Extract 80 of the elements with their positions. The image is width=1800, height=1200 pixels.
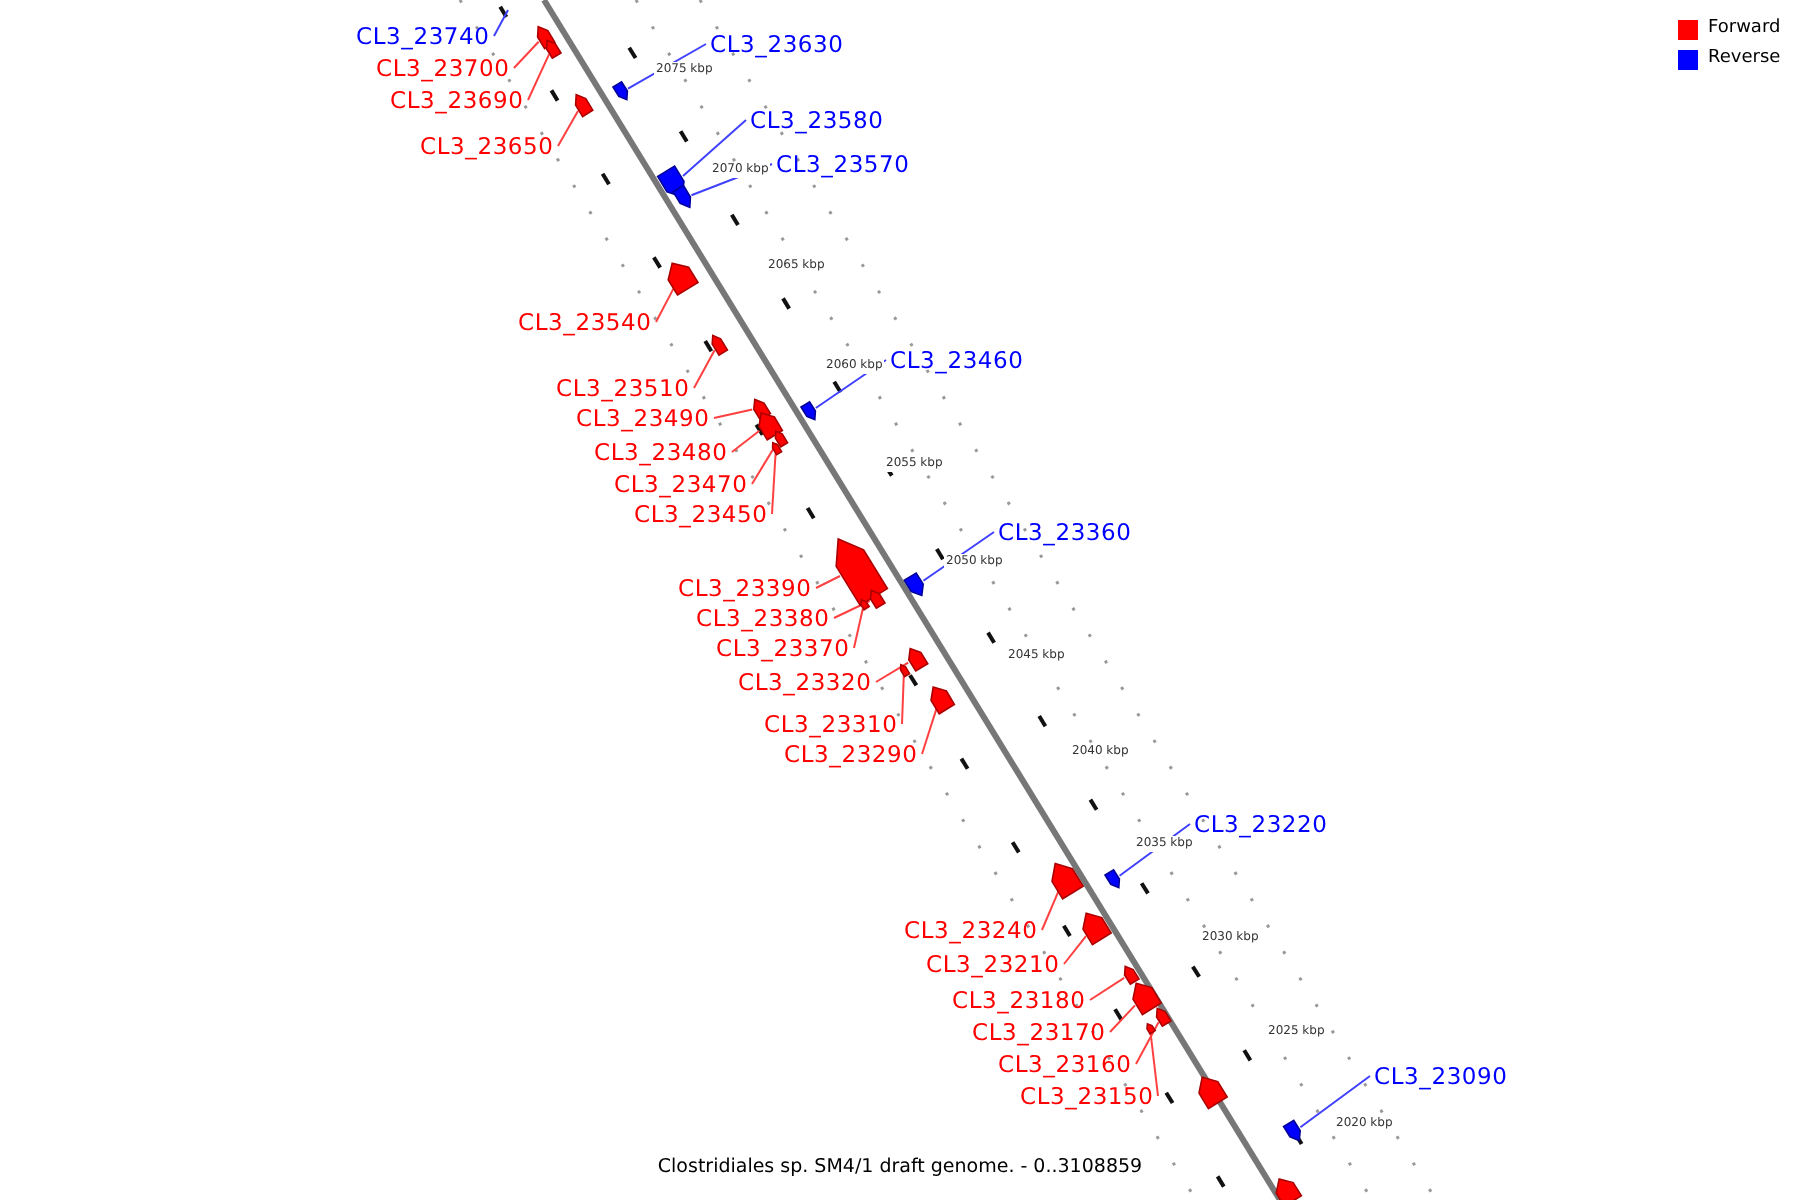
gene-block [903, 571, 925, 597]
leader-line [1135, 1021, 1160, 1065]
gene-label: CL3_23180 [952, 986, 1086, 1014]
gene-block [1082, 912, 1113, 946]
leader-line [655, 287, 675, 323]
gene-block [835, 537, 889, 607]
leader-line [713, 408, 754, 419]
gene-label: CL3_23220 [1194, 810, 1328, 838]
leader-line [833, 600, 871, 619]
gene-block [1275, 1178, 1303, 1200]
leader-line [875, 661, 910, 683]
gene-label: CL3_23370 [716, 634, 850, 662]
gene-label: CL3_23310 [764, 710, 898, 738]
gene-label: CL3_23580 [750, 106, 884, 134]
gene-block [774, 430, 789, 449]
gene-block [758, 411, 784, 441]
gene-label: CL3_23630 [710, 30, 844, 58]
caption: Clostridiales sp. SM4/1 draft genome. - 0..3108859 [657, 1156, 1143, 1178]
gene-block [1198, 1076, 1229, 1110]
gene-block [1282, 1119, 1302, 1142]
leader-line [771, 452, 777, 515]
gene-block [1146, 1022, 1157, 1035]
gene-block [1132, 982, 1163, 1016]
gene-label: CL3_23360 [998, 518, 1132, 546]
gene-label: CL3_23290 [784, 740, 918, 768]
gene-label: CL3_23470 [614, 470, 748, 498]
leader-line [901, 674, 905, 725]
gene-block [611, 80, 629, 101]
leader-line [815, 575, 841, 589]
gene-block [1051, 862, 1085, 900]
gene-label: CL3_23450 [634, 500, 768, 528]
leader-line [731, 429, 761, 453]
leader-line [557, 110, 579, 147]
gene-label: CL3_23150 [1020, 1082, 1154, 1110]
gene-label: CL3_23390 [678, 574, 812, 602]
gene-label: CL3_23480 [594, 438, 728, 466]
leader-line [1109, 1004, 1136, 1033]
gene-label: CL3_23160 [998, 1050, 1132, 1078]
leader-line [1041, 889, 1060, 931]
leader-line [1149, 1032, 1159, 1097]
leader-line [513, 40, 540, 69]
leader-line [493, 9, 509, 37]
gene-label: CL3_23460 [890, 346, 1024, 374]
gene-label: CL3_23210 [926, 950, 1060, 978]
leader-line [1063, 935, 1087, 965]
gene-label: CL3_23540 [518, 308, 652, 336]
gene-label: CL3_23490 [576, 404, 710, 432]
gene-label: CL3_23510 [556, 374, 690, 402]
legend-label: Forward [1708, 18, 1781, 40]
gene-block [930, 685, 956, 715]
gene-label: CL3_23380 [696, 604, 830, 632]
gene-block [1155, 1007, 1173, 1028]
gene-label: CL3_23740 [356, 22, 490, 50]
leader-line [1089, 976, 1126, 1001]
gene-label: CL3_23650 [420, 132, 554, 160]
gene-block [1123, 965, 1141, 986]
gene-label: CL3_23570 [776, 150, 910, 178]
gene-block [711, 334, 729, 357]
gene-block [672, 184, 692, 209]
gene-block [907, 647, 929, 673]
gene-label: CL3_23240 [904, 916, 1038, 944]
leader-line [682, 119, 747, 177]
gene-block [899, 663, 911, 678]
gene-label: CL3_23700 [376, 54, 510, 82]
gene-label: CL3_23170 [972, 1018, 1106, 1046]
leader-line [527, 53, 550, 101]
gene-block [574, 93, 594, 118]
legend-label: Reverse [1708, 48, 1781, 70]
gene-block [1103, 868, 1121, 889]
gene-block [771, 441, 783, 456]
gene-block [545, 39, 563, 60]
leader-line [1299, 1075, 1371, 1129]
leader-line [693, 349, 716, 389]
gene-label: CL3_23320 [738, 668, 872, 696]
gene-block [667, 262, 700, 297]
leader-line [921, 707, 938, 755]
leader-line [853, 607, 864, 649]
gene-label: CL3_23690 [390, 86, 524, 114]
gene-block [799, 400, 817, 421]
gene-label: CL3_23090 [1374, 1062, 1508, 1090]
